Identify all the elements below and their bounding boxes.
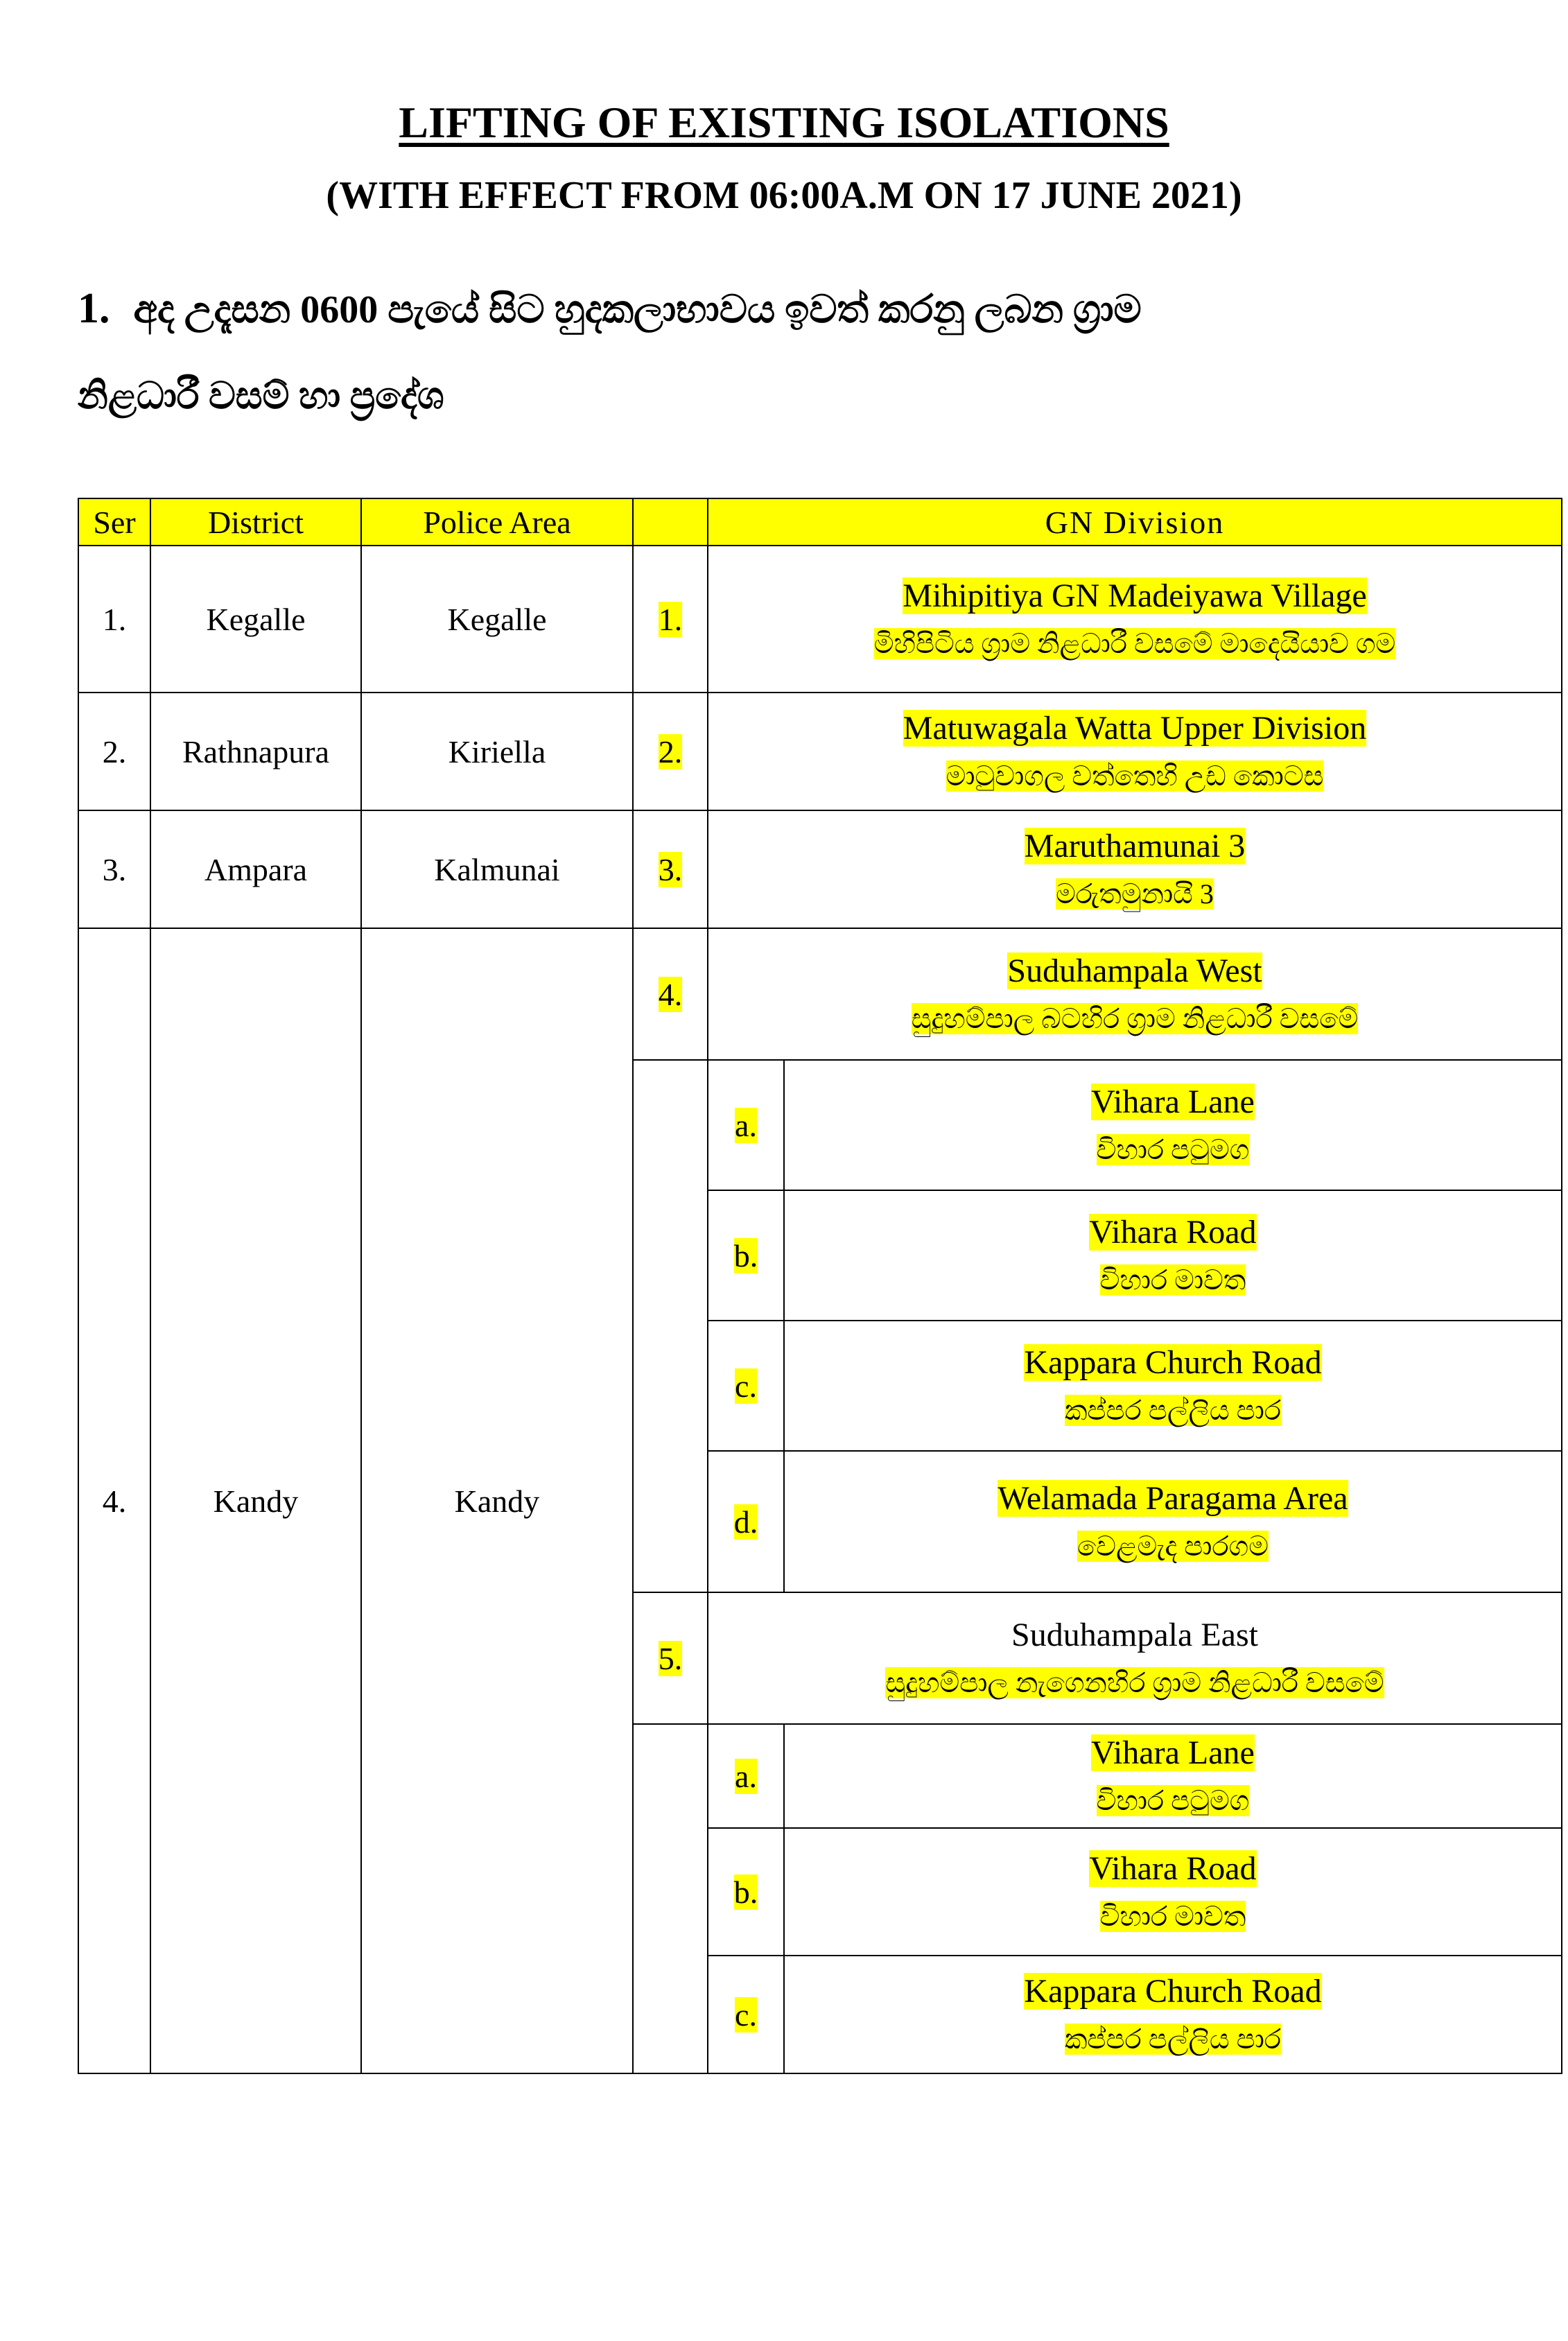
sub-area-si: විහාර මාවත: [1099, 1901, 1246, 1933]
sub-row: d. Welamada Paragama Area වෙළමැද පාරගම: [78, 1450, 1562, 1593]
document-subtitle: (WITH EFFECT FROM 06:00A.M ON 17 JUNE 20…: [326, 174, 1242, 217]
gn-division-cell: Matuwagala Watta Upper Division මාටුවාගල…: [707, 692, 1562, 811]
isolation-table: Ser District Police Area GN Division 1. …: [78, 498, 1562, 2074]
police-area-cell: Kiriella: [360, 692, 634, 811]
sub-row: c. Kappara Church Road කප්පර පල්ලිය පාර: [78, 1320, 1562, 1452]
sub-letter-cell: b.: [707, 1190, 785, 1321]
gn-name-si: සුදුහම්පාල බටහිර ග්‍රාම නිළධාරී වසමේ: [911, 1003, 1359, 1035]
ser-cell: 1.: [78, 545, 151, 693]
document-title: LIFTING OF EXISTING ISOLATIONS: [399, 98, 1169, 147]
gn-name-si: මිහිපිටිය ග්‍රාම නිළධාරී වසමේ මාදෙයියාව …: [873, 628, 1396, 660]
gn-division-cell: Suduhampala West සුදුහම්පාල බටහිර ග්‍රාම…: [707, 928, 1562, 1061]
intro-number: 1.: [78, 285, 110, 332]
sub-area-si: විහාර පටුමග: [1096, 1134, 1250, 1166]
district-cell: Kegalle: [150, 545, 362, 693]
sub-blank-cell: [632, 1059, 708, 1593]
sub-area-si: කප්පර පල්ලිය පාර: [1064, 2024, 1282, 2055]
sub-row: a. Vihara Lane විහාර පටුමග: [78, 1059, 1562, 1593]
district-cell: Ampara: [150, 810, 362, 929]
header-police-area: Police Area: [360, 498, 634, 546]
sub-area-en: Kappara Church Road: [1024, 1972, 1322, 2010]
sub-area-en: Welamada Paragama Area: [998, 1479, 1348, 1517]
table-row: 4. Kandy Kandy 4. Suduhampala West සුදුහ…: [78, 928, 1562, 2074]
gn-number-cell: 4.: [632, 928, 708, 1061]
ser-cell: 2.: [78, 692, 151, 811]
district-cell: Kandy: [150, 928, 362, 2074]
sub-area-cell: Kappara Church Road කප්පර පල්ලිය පාර: [783, 1955, 1562, 2074]
police-area-cell: Kalmunai: [360, 810, 634, 929]
sub-area-si: විහාර මාවත: [1099, 1264, 1246, 1296]
gn-number-cell: 3.: [632, 810, 708, 929]
intro-text-1: අද උදෑසන 0600 පැයේ සිට හුදකලාභාවය ඉවත් ක…: [133, 288, 1142, 331]
district-cell: Rathnapura: [150, 692, 362, 811]
sub-row: b. Vihara Road විහාර මාවත: [78, 1190, 1562, 1321]
gn-division-cell: Suduhampala East සුදුහම්පාල නැගෙනහිර ග්‍…: [707, 1592, 1562, 1725]
sub-area-cell: Welamada Paragama Area වෙළමැද පාරගම: [783, 1450, 1562, 1593]
sub-letter-cell: a.: [707, 1723, 785, 1829]
gn-name-en: Matuwagala Watta Upper Division: [903, 709, 1367, 747]
gn-division-cell: Maruthamunai 3 මරුතමුනායි 3: [707, 810, 1562, 929]
gn-name-si: මාටුවාගල වත්තෙහි උඩ කොටස: [946, 760, 1324, 792]
header-ser: Ser: [78, 498, 151, 546]
intro-line-2: නිළධාරී වසම් හා ප්‍රදේශ: [78, 375, 444, 417]
ser-cell: 4.: [78, 928, 151, 2074]
gn-name-en: Suduhampala West: [1007, 952, 1262, 989]
sub-area-cell: Vihara Lane විහාර පටුමග: [783, 1723, 1562, 1829]
header-gn-division: GN Division: [707, 498, 1562, 546]
table-header-row: Ser District Police Area GN Division: [78, 498, 1562, 546]
police-area-cell: Kegalle: [360, 545, 634, 693]
sub-row: c. Kappara Church Road කප්පර පල්ලිය පාර: [78, 1955, 1562, 2074]
intro-line-1: 1. අද උදෑසන 0600 පැයේ සිට හුදකලාභාවය ඉවත්…: [78, 284, 1142, 333]
gn-name-si: සුදුහම්පාල නැගෙනහිර ග්‍රාම නිළධාරී වසමේ: [885, 1667, 1384, 1699]
sub-area-en: Kappara Church Road: [1024, 1343, 1322, 1381]
sub-letter-cell: c.: [707, 1320, 785, 1452]
sub-area-en: Vihara Lane: [1091, 1734, 1255, 1771]
sub-area-en: Vihara Lane: [1091, 1083, 1255, 1120]
sub-letter-cell: d.: [707, 1450, 785, 1593]
sub-letter-cell: b.: [707, 1827, 785, 1956]
sub-letter-cell: c.: [707, 1955, 785, 2074]
table-row: 5. Suduhampala East සුදුහම්පාල නැගෙනහිර …: [78, 1592, 1562, 1725]
gn-name-si: මරුතමුනායි 3: [1056, 878, 1214, 910]
gn-number-cell: 2.: [632, 692, 708, 811]
sub-area-si: වෙළමැද පාරගම: [1077, 1531, 1269, 1563]
sub-row: a. Vihara Lane විහාර පටුමග: [78, 1723, 1562, 2074]
sub-area-en: Vihara Road: [1089, 1213, 1257, 1251]
header-blank: [632, 498, 708, 546]
sub-area-cell: Vihara Lane විහාර පටුමග: [783, 1059, 1562, 1191]
sub-area-en: Vihara Road: [1089, 1850, 1257, 1887]
sub-area-cell: Vihara Road විහාර මාවත: [783, 1190, 1562, 1321]
table-row: 1. Kegalle Kegalle 1. Mihipitiya GN Made…: [78, 545, 1562, 693]
header-district: District: [150, 498, 362, 546]
sub-area-cell: Vihara Road විහාර මාවත: [783, 1827, 1562, 1956]
gn-number-cell: 1.: [632, 545, 708, 693]
table-row: 3. Ampara Kalmunai 3. Maruthamunai 3 මරු…: [78, 810, 1562, 929]
sub-row: b. Vihara Road විහාර මාවත: [78, 1827, 1562, 1956]
sub-area-cell: Kappara Church Road කප්පර පල්ලිය පාර: [783, 1320, 1562, 1452]
gn-name-en: Maruthamunai 3: [1024, 827, 1246, 864]
police-area-cell: Kandy: [360, 928, 634, 2074]
sub-area-si: විහාර පටුමග: [1096, 1785, 1250, 1817]
gn-number-cell: 5.: [632, 1592, 708, 1725]
gn-division-cell: Mihipitiya GN Madeiyawa Village මිහිපිටි…: [707, 545, 1562, 693]
gn-name-en: Suduhampala East: [1011, 1616, 1258, 1653]
gn-name-en: Mihipitiya GN Madeiyawa Village: [903, 577, 1367, 614]
sub-blank-cell: [632, 1723, 708, 2074]
ser-cell: 3.: [78, 810, 151, 929]
sub-area-si: කප්පර පල්ලිය පාර: [1064, 1395, 1282, 1427]
sub-letter-cell: a.: [707, 1059, 785, 1191]
table-row: 2. Rathnapura Kiriella 2. Matuwagala Wat…: [78, 692, 1562, 811]
